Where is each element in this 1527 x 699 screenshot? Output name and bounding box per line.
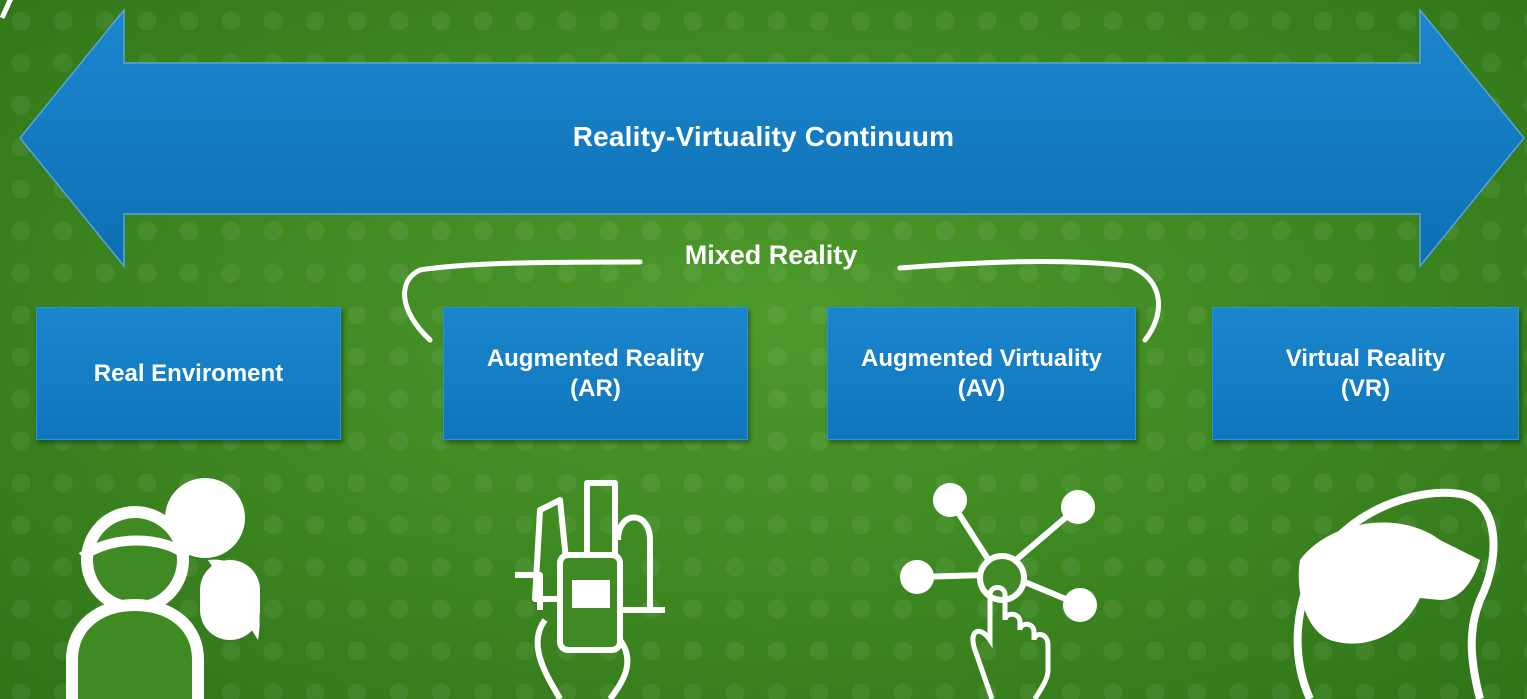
vr-headset-icon <box>1293 488 1498 699</box>
stage-box-augmented-reality: Augmented Reality (AR) <box>443 307 748 440</box>
touch-network-icon <box>900 483 1097 699</box>
continuum-double-arrow <box>19 7 1525 269</box>
corner-mark <box>0 0 13 20</box>
people-icon <box>66 478 260 699</box>
stage-abbr: (AR) <box>570 374 621 402</box>
continuum-label: Reality-Virtuality Continuum <box>572 121 955 152</box>
mixed-reality-label: Mixed Reality <box>684 240 858 270</box>
stage-box-real-environment: Real Enviroment <box>36 307 341 440</box>
mixed-reality-bracket <box>402 259 643 343</box>
stage-title: Augmented Reality <box>486 344 705 372</box>
stage-abbr: (AV) <box>957 374 1006 402</box>
smartphone-city-icon <box>515 480 665 699</box>
stage-title: Virtual Reality <box>1285 344 1446 372</box>
stage-title: Augmented Virtuality <box>861 344 1102 372</box>
mixed-reality-bracket-right <box>897 259 1161 343</box>
stage-box-virtual-reality: Virtual Reality (VR) <box>1212 307 1519 440</box>
stage-box-augmented-virtuality: Augmented Virtuality (AV) <box>827 307 1136 440</box>
stage-abbr: (VR) <box>1340 374 1391 402</box>
stage-title: Real Enviroment <box>93 359 284 387</box>
